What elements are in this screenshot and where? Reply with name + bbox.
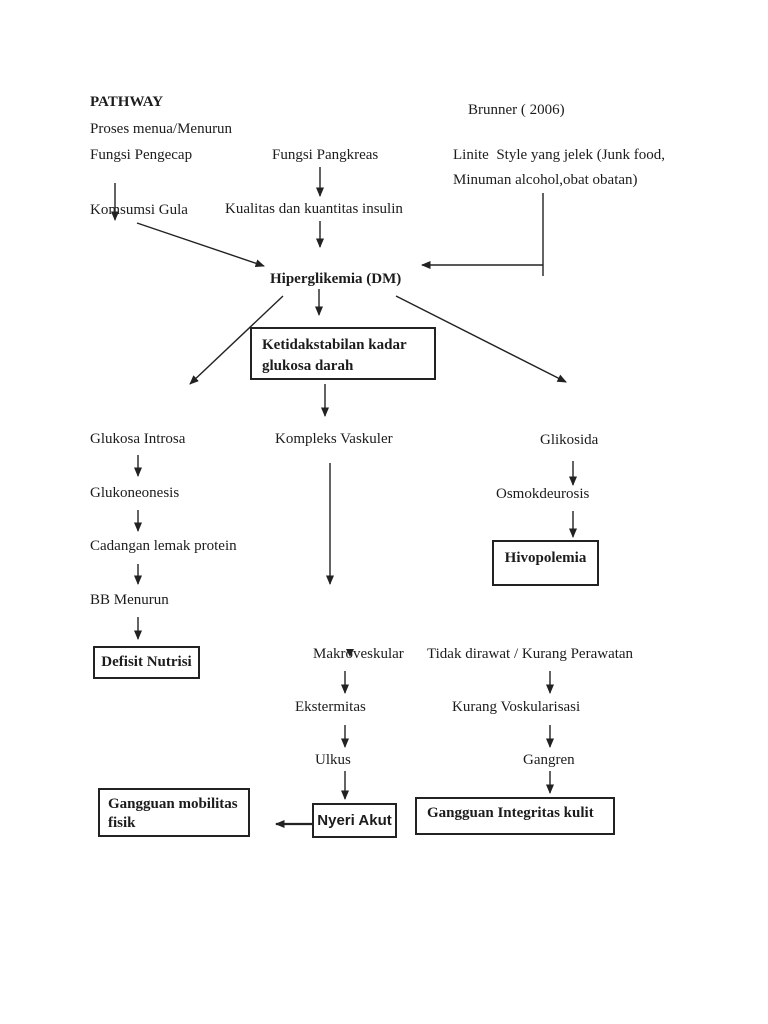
box-ketidakstabilan-label: Ketidakstabilan kadar glukosa darah — [262, 337, 407, 374]
node-tidak-dirawat: Tidak dirawat / Kurang Perawatan — [427, 646, 634, 662]
node-glikosida: Glikosida — [540, 432, 599, 448]
node-proses-menua: Proses menua/Menurun — [90, 121, 233, 137]
node-komsumsi-gula: Komsumsi Gula — [90, 202, 188, 218]
box-gangguan-mobilitas: Gangguan mobilitas fisik — [98, 788, 250, 837]
node-fungsi-pangkreas: Fungsi Pangkreas — [272, 147, 379, 163]
node-kurang-voskularisasi: Kurang Voskularisasi — [452, 699, 581, 715]
box-nyeri-akut-label: Nyeri Akut — [317, 812, 392, 829]
node-cadangan-lemak: Cadangan lemak protein — [90, 538, 237, 554]
node-lifestyle-line2: Minuman alcohol,obat obatan) — [453, 172, 638, 188]
node-kompleks-vaskuler: Kompleks Vaskuler — [275, 431, 393, 447]
node-hiperglikemia: Hiperglikemia (DM) — [270, 271, 402, 287]
box-defisit-nutrisi: Defisit Nutrisi — [93, 646, 200, 679]
page-title: PATHWAY — [90, 94, 164, 110]
box-hivopolemia-label: Hivopolemia — [504, 550, 587, 566]
box-gangguan-integritas: Gangguan Integritas kulit — [415, 797, 615, 835]
node-bb-menurun: BB Menurun — [90, 592, 169, 608]
box-ketidakstabilan: Ketidakstabilan kadar glukosa darah — [250, 327, 436, 380]
box-defisit-nutrisi-label: Defisit Nutrisi — [101, 654, 192, 670]
node-makroveskular: Makroveskular — [313, 646, 404, 662]
node-glukoneonesis: Glukoneonesis — [90, 485, 180, 501]
node-kualitas-insulin: Kualitas dan kuantitas insulin — [225, 201, 403, 217]
box-nyeri-akut: Nyeri Akut — [312, 803, 397, 838]
box-gangguan-mobilitas-label: Gangguan mobilitas fisik — [108, 796, 238, 831]
node-lifestyle-line1: Linite Style yang jelek (Junk food, — [453, 147, 666, 163]
source-citation: Brunner ( 2006) — [468, 102, 565, 118]
node-fungsi-pengecap: Fungsi Pengecap — [90, 147, 193, 163]
node-gangren: Gangren — [523, 752, 575, 768]
box-gangguan-integritas-label: Gangguan Integritas kulit — [427, 805, 594, 821]
box-hivopolemia: Hivopolemia — [492, 540, 599, 586]
node-ekstermitas: Ekstermitas — [295, 699, 366, 715]
node-ulkus: Ulkus — [315, 752, 351, 768]
arrow-komsumsi-to-hiperglikemia — [136, 222, 265, 268]
node-osmokdeurosis: Osmokdeurosis — [496, 486, 590, 502]
node-glukosa-introsa: Glukosa Introsa — [90, 431, 186, 447]
